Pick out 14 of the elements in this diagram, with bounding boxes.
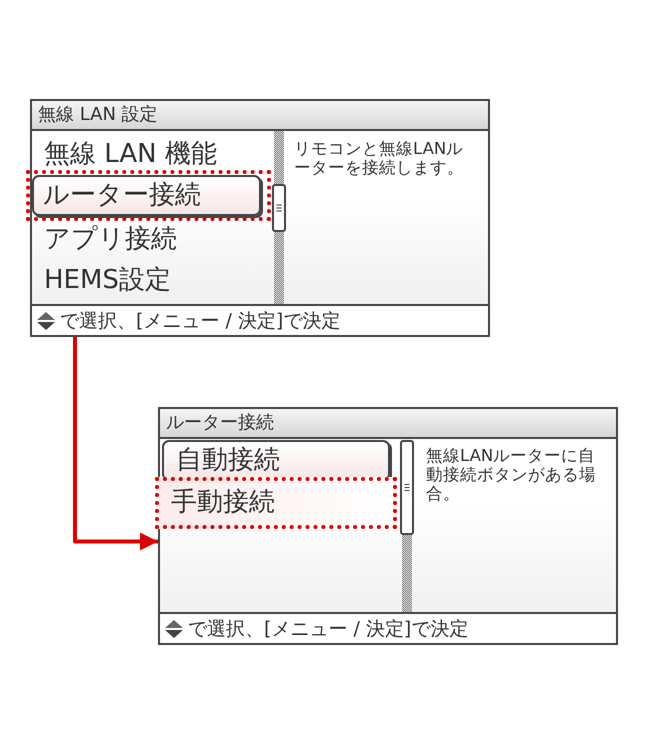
highlighted-menu-item: 手動接続 (155, 477, 397, 529)
menu-item: アプリ接続 (44, 219, 264, 259)
instruction-text: で選択、[メニュー / 決定]で決定 (188, 617, 468, 642)
instruction-text: で選択、[メニュー / 決定]で決定 (60, 309, 340, 334)
menu-item: HEMS設定 (44, 260, 264, 300)
menu-item: 無線 LAN 機能 (44, 134, 264, 174)
screen-title: ルーター接続 (160, 409, 616, 439)
highlight-frame (26, 170, 271, 221)
screen-title: 無線 LAN 設定 (32, 101, 488, 131)
display-screen (158, 407, 618, 645)
description-text: リモコンと無線LANルーターを接続します。 (294, 139, 465, 177)
arrow (73, 337, 158, 550)
description-text: 無線LANルーターに自動接続ボタンがある場合。 (426, 446, 597, 503)
selected-menu-item: ルーター接続 (32, 175, 261, 216)
